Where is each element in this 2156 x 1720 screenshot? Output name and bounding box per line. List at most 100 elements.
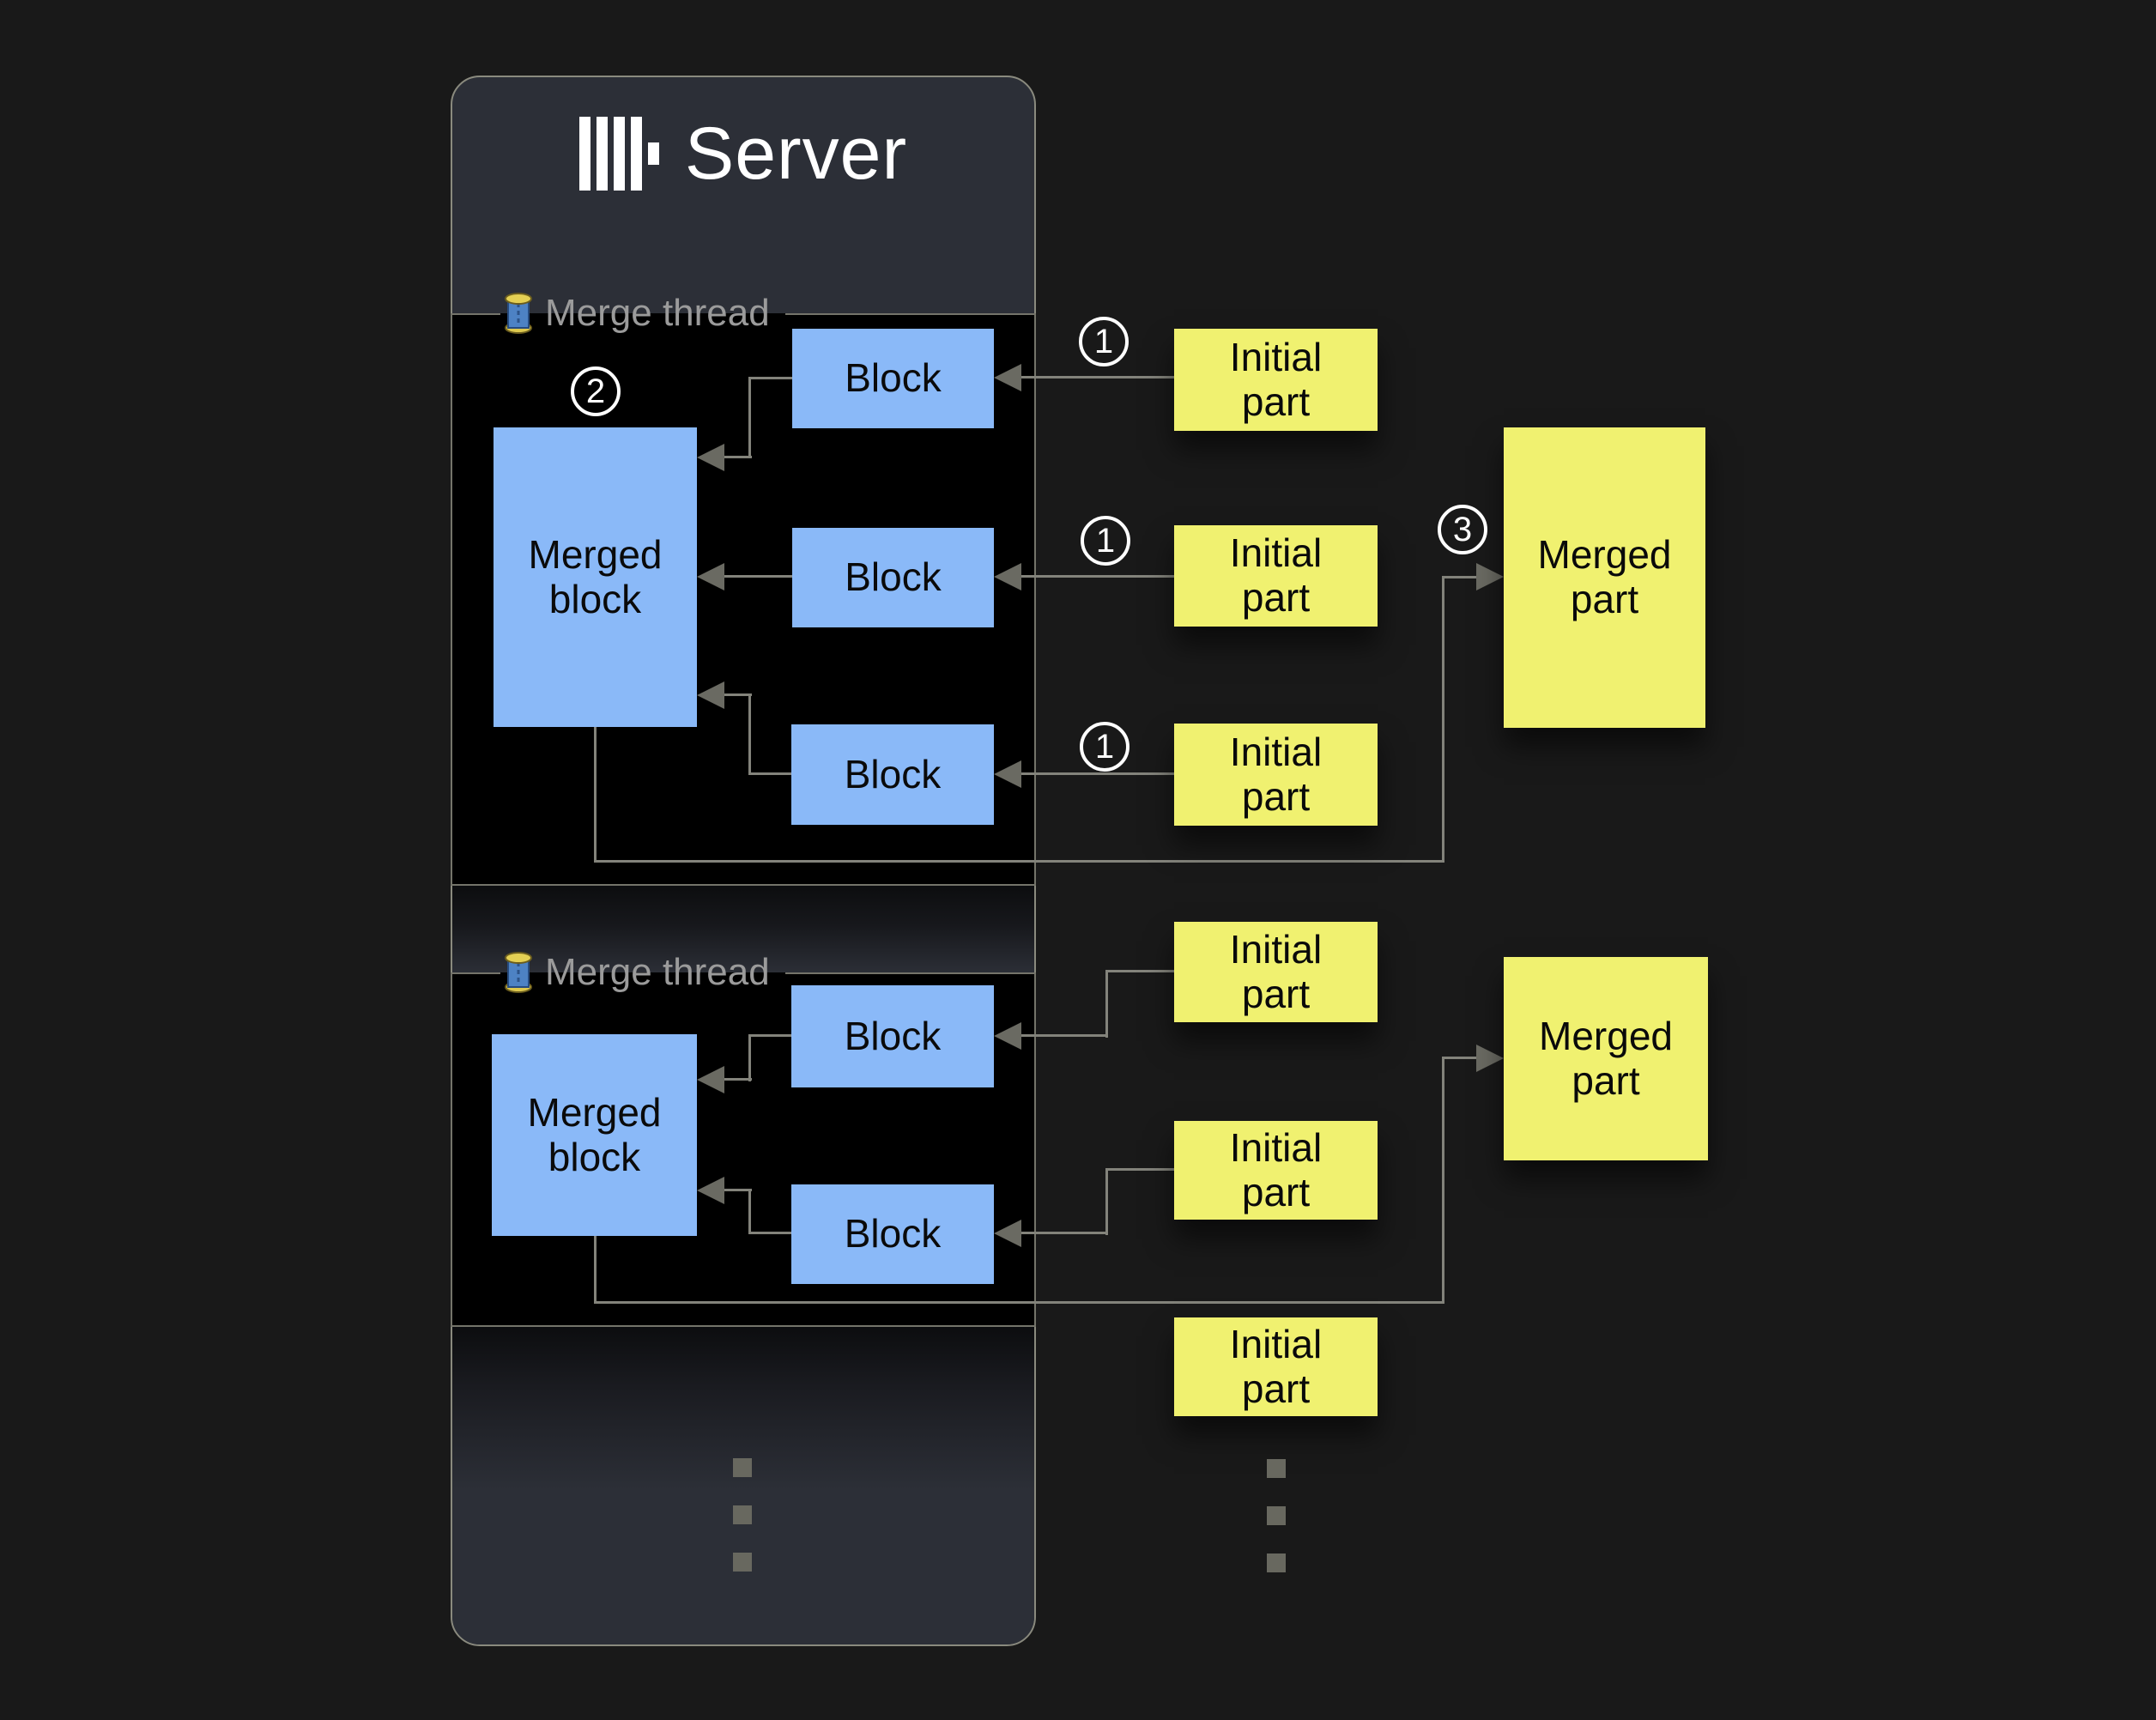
panel-bottom-shadow bbox=[452, 1327, 1034, 1644]
logo-bar bbox=[578, 117, 590, 191]
block-5: Block bbox=[791, 1184, 994, 1284]
arrowhead-left-icon bbox=[994, 563, 1021, 590]
merged-block-label: Merged block bbox=[528, 531, 663, 621]
arrowhead-right-icon bbox=[1476, 1045, 1504, 1072]
connector-segment bbox=[1021, 1034, 1108, 1037]
section-border-segment bbox=[452, 972, 500, 974]
initial-part-label: Initial part bbox=[1229, 334, 1323, 424]
arrowhead-left-icon bbox=[994, 760, 1021, 788]
arrowhead-left-icon bbox=[697, 681, 724, 709]
connector-segment bbox=[723, 1189, 752, 1191]
panel-gap-shadow bbox=[452, 886, 1034, 974]
connector-segment bbox=[748, 695, 751, 775]
connector-segment bbox=[1442, 576, 1444, 863]
merged-part-2: Merged part bbox=[1504, 957, 1708, 1160]
merged-part-label: Merged part bbox=[1537, 532, 1672, 621]
initial-part-4: Initial part bbox=[1174, 922, 1378, 1022]
initial-part-5: Initial part bbox=[1174, 1121, 1378, 1220]
initial-part-label: Initial part bbox=[1229, 530, 1323, 620]
arrowhead-left-icon bbox=[697, 444, 724, 471]
ellipsis-dot bbox=[733, 1553, 752, 1572]
merged-block-1: Merged block bbox=[494, 427, 697, 727]
arrowhead-left-icon bbox=[697, 1177, 724, 1204]
connector-segment bbox=[1021, 1232, 1108, 1234]
clickhouse-bars-logo-icon bbox=[578, 117, 659, 191]
connector-segment bbox=[748, 1232, 793, 1234]
connector-segment bbox=[1021, 376, 1176, 379]
merged-block-label: Merged block bbox=[527, 1089, 662, 1179]
connector-segment bbox=[1105, 970, 1176, 972]
connector-segment bbox=[723, 693, 752, 696]
ellipsis-dot bbox=[1267, 1506, 1286, 1525]
initial-part-3: Initial part bbox=[1174, 724, 1378, 826]
arrowhead-right-icon bbox=[1476, 563, 1504, 590]
ellipsis-dot bbox=[1267, 1459, 1286, 1478]
connector-segment bbox=[594, 1236, 597, 1304]
logo-bar bbox=[596, 117, 608, 191]
merge-thread-label-text: Merge thread bbox=[545, 292, 770, 334]
merged-part-label: Merged part bbox=[1539, 1013, 1673, 1103]
merge-thread-label-1: Merge thread bbox=[502, 289, 770, 337]
connector-segment bbox=[748, 1034, 751, 1081]
section-border-segment bbox=[785, 313, 1034, 315]
logo-bar-short bbox=[647, 142, 659, 165]
initial-part-label: Initial part bbox=[1229, 1321, 1323, 1411]
connector-segment bbox=[1021, 772, 1176, 775]
step-badge-1c: 1 bbox=[1080, 722, 1129, 772]
arrowhead-left-icon bbox=[994, 1022, 1021, 1050]
connector-segment bbox=[723, 1078, 752, 1081]
section-border-segment bbox=[785, 972, 1034, 974]
ellipsis-dot bbox=[1267, 1553, 1286, 1572]
connector-segment bbox=[1442, 1057, 1478, 1059]
block-2: Block bbox=[792, 528, 994, 627]
connector-segment bbox=[1105, 1168, 1176, 1171]
thread-spool-icon bbox=[505, 952, 532, 993]
connector-segment bbox=[748, 1034, 793, 1037]
arrowhead-left-icon bbox=[994, 364, 1021, 391]
block-label: Block bbox=[845, 554, 942, 600]
connector-segment bbox=[1442, 576, 1478, 578]
initial-part-label: Initial part bbox=[1229, 926, 1323, 1016]
block-3: Block bbox=[791, 724, 994, 825]
server-title: Server bbox=[684, 112, 908, 195]
connector-segment bbox=[748, 1190, 751, 1234]
connector-segment bbox=[748, 377, 794, 379]
thread-spool-icon bbox=[505, 293, 532, 334]
step-badge-1a: 1 bbox=[1079, 317, 1129, 366]
connector-segment bbox=[748, 772, 793, 775]
step-badge-1b: 1 bbox=[1081, 516, 1130, 566]
block-1: Block bbox=[792, 329, 994, 428]
connector-segment bbox=[1021, 575, 1176, 578]
block-label: Block bbox=[845, 355, 942, 401]
initial-part-label: Initial part bbox=[1229, 1124, 1323, 1214]
ellipsis-dot bbox=[733, 1458, 752, 1477]
arrowhead-left-icon bbox=[697, 563, 724, 590]
connector-segment bbox=[594, 727, 597, 863]
connector-segment bbox=[1442, 1057, 1444, 1304]
initial-part-6: Initial part bbox=[1174, 1317, 1378, 1416]
initial-part-1: Initial part bbox=[1174, 329, 1378, 431]
connector-segment bbox=[1105, 970, 1108, 1038]
connector-segment bbox=[1105, 1168, 1108, 1235]
block-4: Block bbox=[791, 985, 994, 1087]
connector-segment bbox=[594, 860, 1444, 863]
initial-part-2: Initial part bbox=[1174, 525, 1378, 627]
connector-segment bbox=[748, 377, 751, 457]
merge-thread-label-2: Merge thread bbox=[502, 948, 770, 996]
ellipsis-dot bbox=[733, 1505, 752, 1524]
merge-thread-label-text: Merge thread bbox=[545, 951, 770, 993]
merged-block-2: Merged block bbox=[492, 1034, 697, 1236]
connector-segment bbox=[594, 1301, 1444, 1304]
block-label: Block bbox=[844, 1211, 942, 1257]
arrowhead-left-icon bbox=[697, 1066, 724, 1093]
initial-part-label: Initial part bbox=[1229, 729, 1323, 819]
block-label: Block bbox=[844, 751, 942, 796]
server-header: Server bbox=[452, 115, 1034, 192]
connector-segment bbox=[724, 575, 794, 578]
step-badge-2: 2 bbox=[571, 366, 621, 416]
step-badge-3: 3 bbox=[1438, 505, 1487, 554]
section-border-segment bbox=[452, 313, 500, 315]
merged-part-1: Merged part bbox=[1504, 427, 1705, 728]
